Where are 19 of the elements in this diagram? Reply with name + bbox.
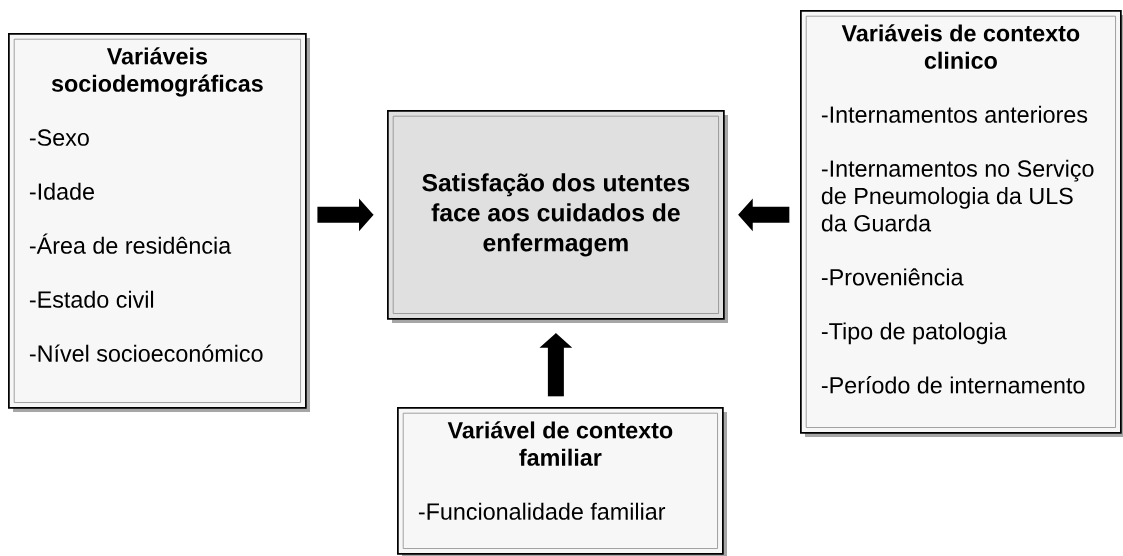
list-item: -Sexo	[29, 129, 89, 146]
list-item: -Tipo de patologia	[821, 322, 1007, 345]
list-item: -Nível socioeconómico	[29, 344, 263, 362]
variable-box	[8, 33, 310, 412]
variable-box	[800, 10, 1123, 437]
box-heading: Variáveis sociodemográficas	[51, 47, 263, 97]
list-item: -Internamentos anteriores	[821, 105, 1088, 123]
list-item: -Idade	[29, 182, 94, 200]
list-item: -Proveniência	[821, 268, 964, 286]
box-title: Satisfação dos utentes face aos cuidados de enfermagem	[422, 173, 690, 257]
list-item: -Internamentos no Serviço de Pneumologia da ULS da Guarda	[821, 159, 1094, 232]
list-item: -Estado civil	[29, 290, 154, 308]
box-heading: Variável de contexto familiar	[447, 421, 673, 466]
box-heading: Variáveis de contexto clinico	[841, 24, 1080, 69]
target-box	[387, 110, 728, 323]
list-item: -Funcionalidade familiar	[418, 502, 666, 520]
list-item: -Período de internamento	[821, 376, 1085, 394]
variable-box	[397, 407, 727, 556]
list-item: -Área de residência	[29, 233, 232, 254]
